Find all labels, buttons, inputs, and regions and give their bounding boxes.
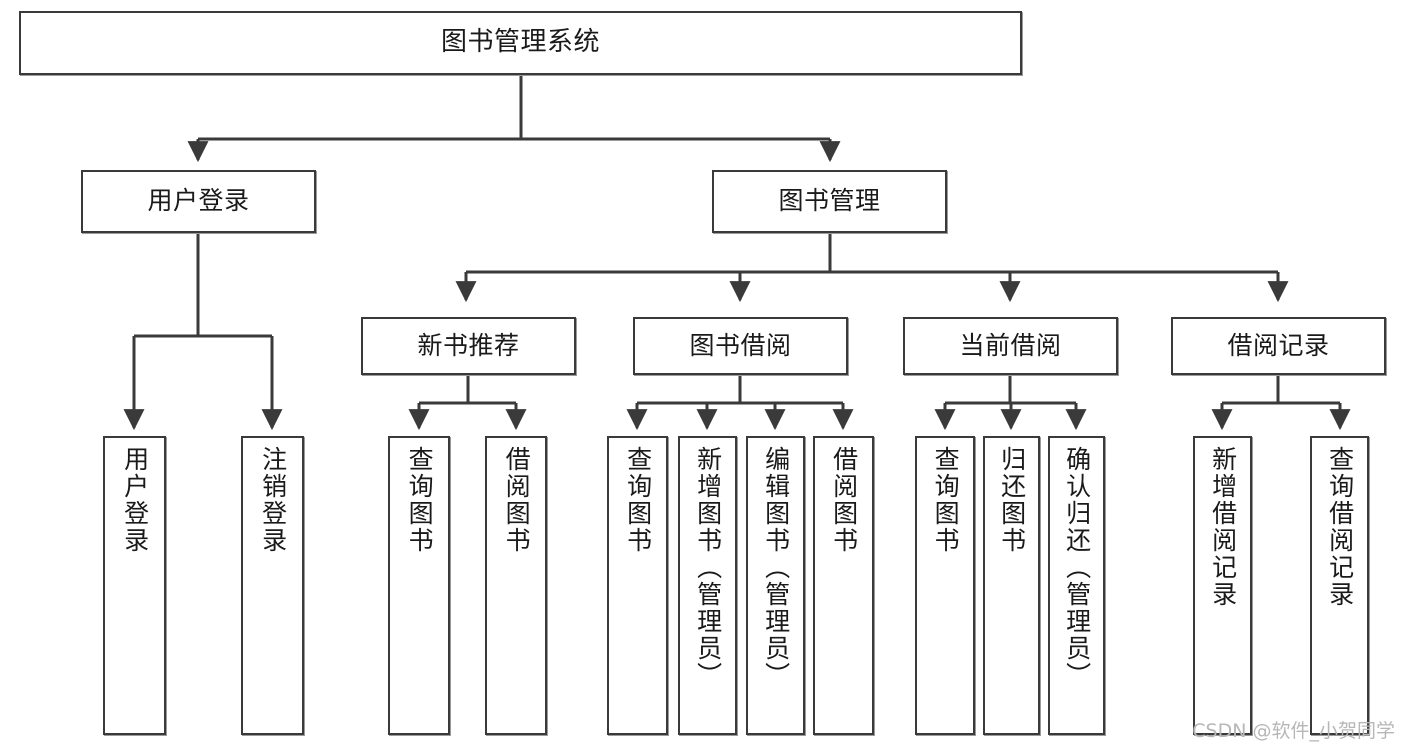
node-leaf-confirm-return-admin[interactable]: 确认归还（管理员） bbox=[1048, 436, 1105, 735]
node-label: 编辑图书（管理员） bbox=[761, 446, 791, 689]
node-label: 新增图书（管理员） bbox=[693, 446, 723, 689]
node-label: 用户登录 bbox=[120, 446, 150, 554]
node-leaf-add-book-admin[interactable]: 新增图书（管理员） bbox=[678, 436, 737, 735]
node-book-management[interactable]: 图书管理 bbox=[712, 170, 947, 233]
node-label: 注销登录 bbox=[258, 446, 288, 554]
node-label: 借阅记录 bbox=[1227, 330, 1330, 360]
node-current-borrow[interactable]: 当前借阅 bbox=[903, 317, 1118, 375]
node-book-borrow[interactable]: 图书借阅 bbox=[633, 317, 848, 375]
node-label: 查询借阅记录 bbox=[1325, 446, 1355, 608]
node-leaf-add-borrow-record[interactable]: 新增借阅记录 bbox=[1193, 436, 1252, 735]
node-leaf-query-book-recommend[interactable]: 查询图书 bbox=[388, 436, 450, 735]
node-label: 图书管理 bbox=[778, 186, 881, 216]
node-leaf-return-book[interactable]: 归还图书 bbox=[983, 436, 1040, 735]
node-label: 查询图书 bbox=[623, 446, 653, 554]
node-new-book-recommend[interactable]: 新书推荐 bbox=[361, 317, 576, 375]
node-label: 查询图书 bbox=[405, 446, 435, 554]
node-leaf-query-book-current[interactable]: 查询图书 bbox=[915, 436, 975, 735]
node-leaf-user-login[interactable]: 用户登录 bbox=[103, 436, 166, 735]
node-label: 确认归还（管理员） bbox=[1062, 446, 1092, 689]
node-leaf-edit-book-admin[interactable]: 编辑图书（管理员） bbox=[746, 436, 805, 735]
node-leaf-borrow-book[interactable]: 借阅图书 bbox=[813, 436, 874, 735]
node-label: 新书推荐 bbox=[417, 330, 520, 360]
node-leaf-query-borrow-record[interactable]: 查询借阅记录 bbox=[1310, 436, 1369, 735]
node-leaf-borrow-book-recommend[interactable]: 借阅图书 bbox=[485, 436, 547, 735]
node-label: 图书借阅 bbox=[689, 330, 792, 360]
node-label: 借阅图书 bbox=[829, 446, 859, 554]
node-user-login[interactable]: 用户登录 bbox=[81, 170, 316, 233]
node-label: 新增借阅记录 bbox=[1208, 446, 1238, 608]
node-label: 查询图书 bbox=[931, 446, 961, 554]
node-leaf-query-book-borrow[interactable]: 查询图书 bbox=[607, 436, 668, 735]
node-borrow-record[interactable]: 借阅记录 bbox=[1171, 317, 1386, 375]
node-leaf-logout[interactable]: 注销登录 bbox=[241, 436, 304, 735]
node-label: 用户登录 bbox=[147, 186, 250, 216]
node-label: 图书管理系统 bbox=[440, 27, 600, 58]
node-label: 当前借阅 bbox=[959, 330, 1062, 360]
node-root-book-management-system[interactable]: 图书管理系统 bbox=[19, 11, 1022, 75]
node-label: 归还图书 bbox=[997, 446, 1027, 554]
csdn-watermark: CSDN @软件_小贺同学 bbox=[1192, 720, 1395, 742]
node-label: 借阅图书 bbox=[502, 446, 532, 554]
